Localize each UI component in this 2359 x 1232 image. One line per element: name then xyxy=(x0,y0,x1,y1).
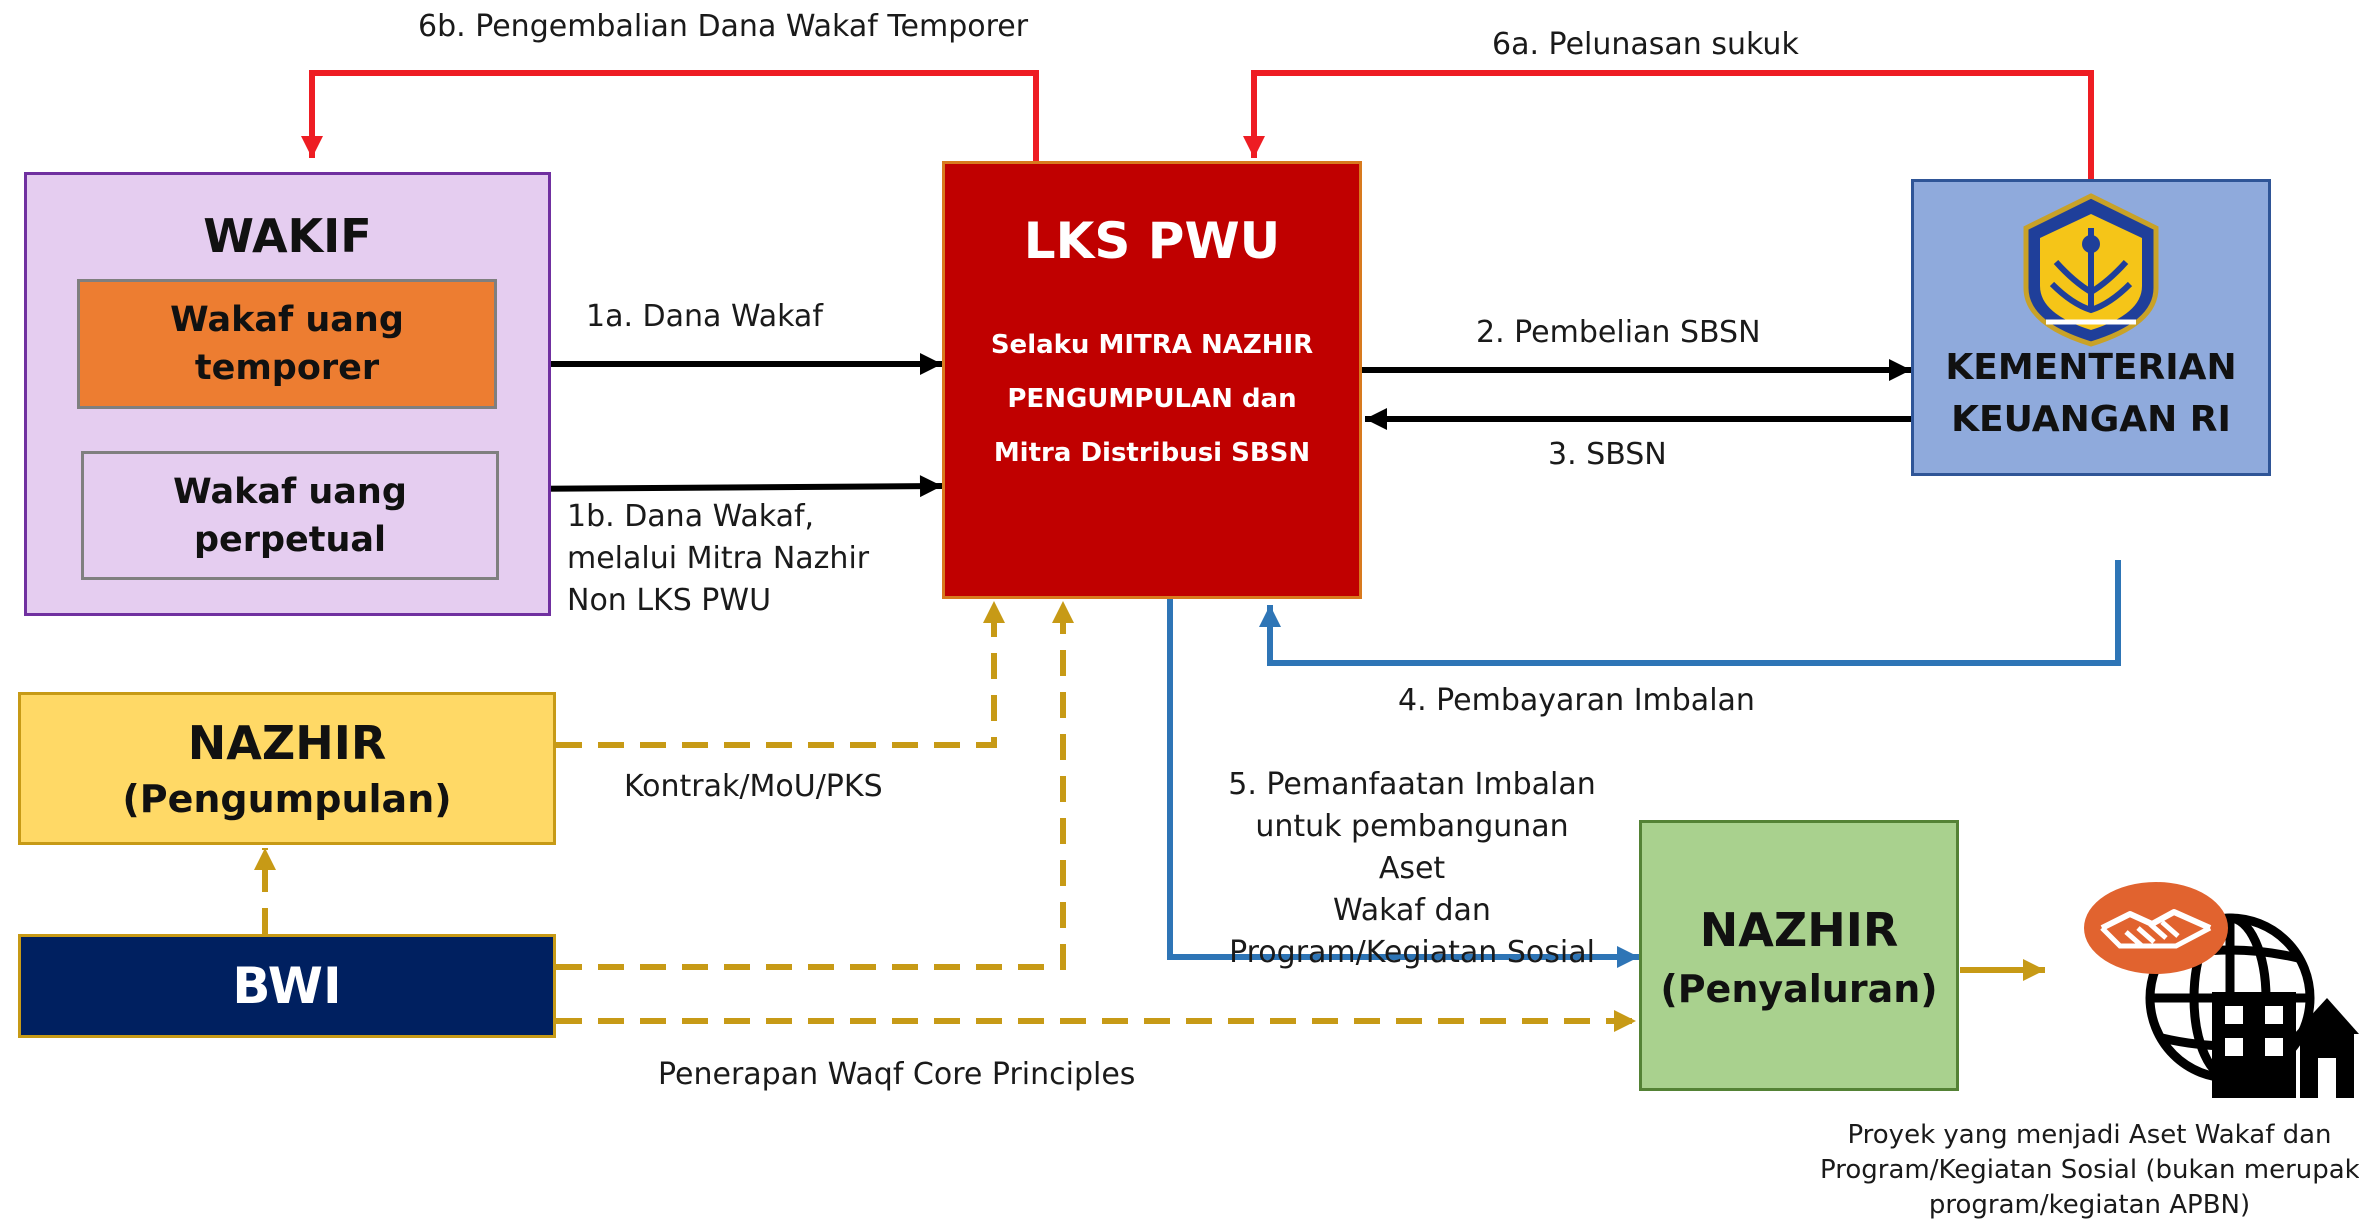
nazhir-pengumpulan-title: NAZHIR xyxy=(187,715,387,770)
nazhir-pengumpulan-subtitle: (Pengumpulan) xyxy=(122,776,452,821)
bwi-title: BWI xyxy=(232,957,342,1015)
edge-6b-pengembalian-arrowhead xyxy=(301,136,323,158)
edge-5-pemanfaatan-arrowhead xyxy=(1617,946,1639,968)
edge-6a-pelunasan xyxy=(1251,70,2094,179)
wakaf-perpetual-line1: Wakaf uang xyxy=(173,471,407,512)
label-1b: 1b. Dana Wakaf, melalui Mitra Nazhir Non… xyxy=(567,496,869,622)
label-4: 4. Pembayaran Imbalan xyxy=(1398,683,1755,718)
kemenkeu-title-line2: KEUANGAN RI xyxy=(1951,399,2231,440)
wakaf-temporer-line1: Wakaf uang xyxy=(170,300,404,340)
lks-pwu-subtitle-line2: PENGUMPULAN dan xyxy=(1007,384,1297,414)
label-6b: 6b. Pengembalian Dana Wakaf Temporer xyxy=(418,9,1029,44)
wakaf-perpetual-box: Wakaf uang perpetual xyxy=(81,451,499,580)
label-3: 3. SBSN xyxy=(1548,437,1667,472)
label-1b-line3: Non LKS PWU xyxy=(567,583,772,618)
label-5-line1: 5. Pemanfaatan Imbalan xyxy=(1228,767,1596,802)
edge-6b-pengembalian xyxy=(309,70,1039,161)
wakaf-temporer-box: Wakaf uang temporer xyxy=(77,279,497,409)
edge-6a-pelunasan-arrowhead xyxy=(1243,136,1265,158)
edge-5-pemanfaatan xyxy=(1167,599,1639,960)
lks-pwu-title: LKS PWU xyxy=(1023,212,1281,270)
edge-kontrak-mou-arrowhead xyxy=(983,601,1005,623)
project-caption-line2: Program/Kegiatan Sosial (bukan merupakan xyxy=(1820,1155,2359,1185)
edge-bwi-nazhir-pengumpulan-arrowhead xyxy=(254,848,276,870)
nazhir-penyaluran-subtitle: (Penyaluran) xyxy=(1660,966,1938,1011)
project-caption-line3: program/kegiatan APBN) xyxy=(1928,1190,2251,1220)
label-5: 5. Pemanfaatan Imbalan untuk pembangunan… xyxy=(1222,764,1602,974)
kemenkeu-box: KEMENTERIAN KEUANGAN RI xyxy=(1911,179,2271,476)
project-caption: Proyek yang menjadi Aset Wakaf dan Progr… xyxy=(1820,1118,2359,1223)
label-1b-line1: 1b. Dana Wakaf, xyxy=(567,499,815,534)
wakaf-perpetual-line2: perpetual xyxy=(193,519,387,560)
edge-1b-dana-wakaf xyxy=(501,483,943,492)
edge-3-sbsn-arrowhead xyxy=(1365,408,1387,430)
label-1b-line2: melalui Mitra Nazhir xyxy=(567,541,870,576)
label-2: 2. Pembelian SBSN xyxy=(1476,315,1761,350)
edge-4-pembayaran-imbalan-arrowhead xyxy=(1259,605,1281,627)
project-illustration xyxy=(2084,882,2359,1098)
lks-pwu-subtitle-line1: Selaku MITRA NAZHIR xyxy=(990,330,1314,360)
kemenkeu-emblem-icon xyxy=(2023,193,2159,347)
edge-waqf-core-principles-arrowhead xyxy=(1614,1010,1636,1032)
wakif-title: WAKIF xyxy=(203,209,372,263)
edge-bwi-lks xyxy=(556,601,1066,970)
project-caption-line1: Proyek yang menjadi Aset Wakaf dan xyxy=(1847,1120,2332,1150)
handshake-icon xyxy=(2084,882,2228,974)
nazhir-penyaluran-title: NAZHIR xyxy=(1699,902,1899,957)
edge-bwi-lks-arrowhead xyxy=(1052,601,1074,623)
label-1a: 1a. Dana Wakaf xyxy=(586,299,823,334)
wakaf-temporer-line2: temporer xyxy=(194,348,380,388)
bwi-box: BWI xyxy=(18,934,556,1038)
edge-penyaluran-proyek-arrowhead xyxy=(2023,959,2045,981)
edge-1b-dana-wakaf-arrowhead xyxy=(919,475,942,498)
label-5-line4: Program/Kegiatan Sosial xyxy=(1229,935,1595,970)
nazhir-penyaluran-box: NAZHIR (Penyaluran) xyxy=(1639,820,1959,1091)
edge-4-pembayaran-imbalan xyxy=(1267,560,2121,666)
buildings-icon xyxy=(2212,992,2359,1098)
edge-1a-dana-wakaf-arrowhead xyxy=(920,353,942,375)
edge-2-pembelian-sbsn-arrowhead xyxy=(1889,359,1911,381)
label-5-line2: untuk pembangunan Aset xyxy=(1255,809,1569,886)
label-5-line3: Wakaf dan xyxy=(1333,893,1491,928)
lks-pwu-subtitle-line3: Mitra Distribusi SBSN xyxy=(993,438,1311,468)
lks-pwu-box: LKS PWU Selaku MITRA NAZHIR PENGUMPULAN … xyxy=(942,161,1362,599)
label-kontrak: Kontrak/MoU/PKS xyxy=(624,769,883,804)
label-waqf-core: Penerapan Waqf Core Principles xyxy=(658,1057,1136,1092)
label-6a: 6a. Pelunasan sukuk xyxy=(1492,27,1799,62)
kemenkeu-title-line1: KEMENTERIAN xyxy=(1945,347,2237,388)
nazhir-pengumpulan-box: NAZHIR (Pengumpulan) xyxy=(18,692,556,845)
edge-kontrak-mou xyxy=(556,601,997,748)
